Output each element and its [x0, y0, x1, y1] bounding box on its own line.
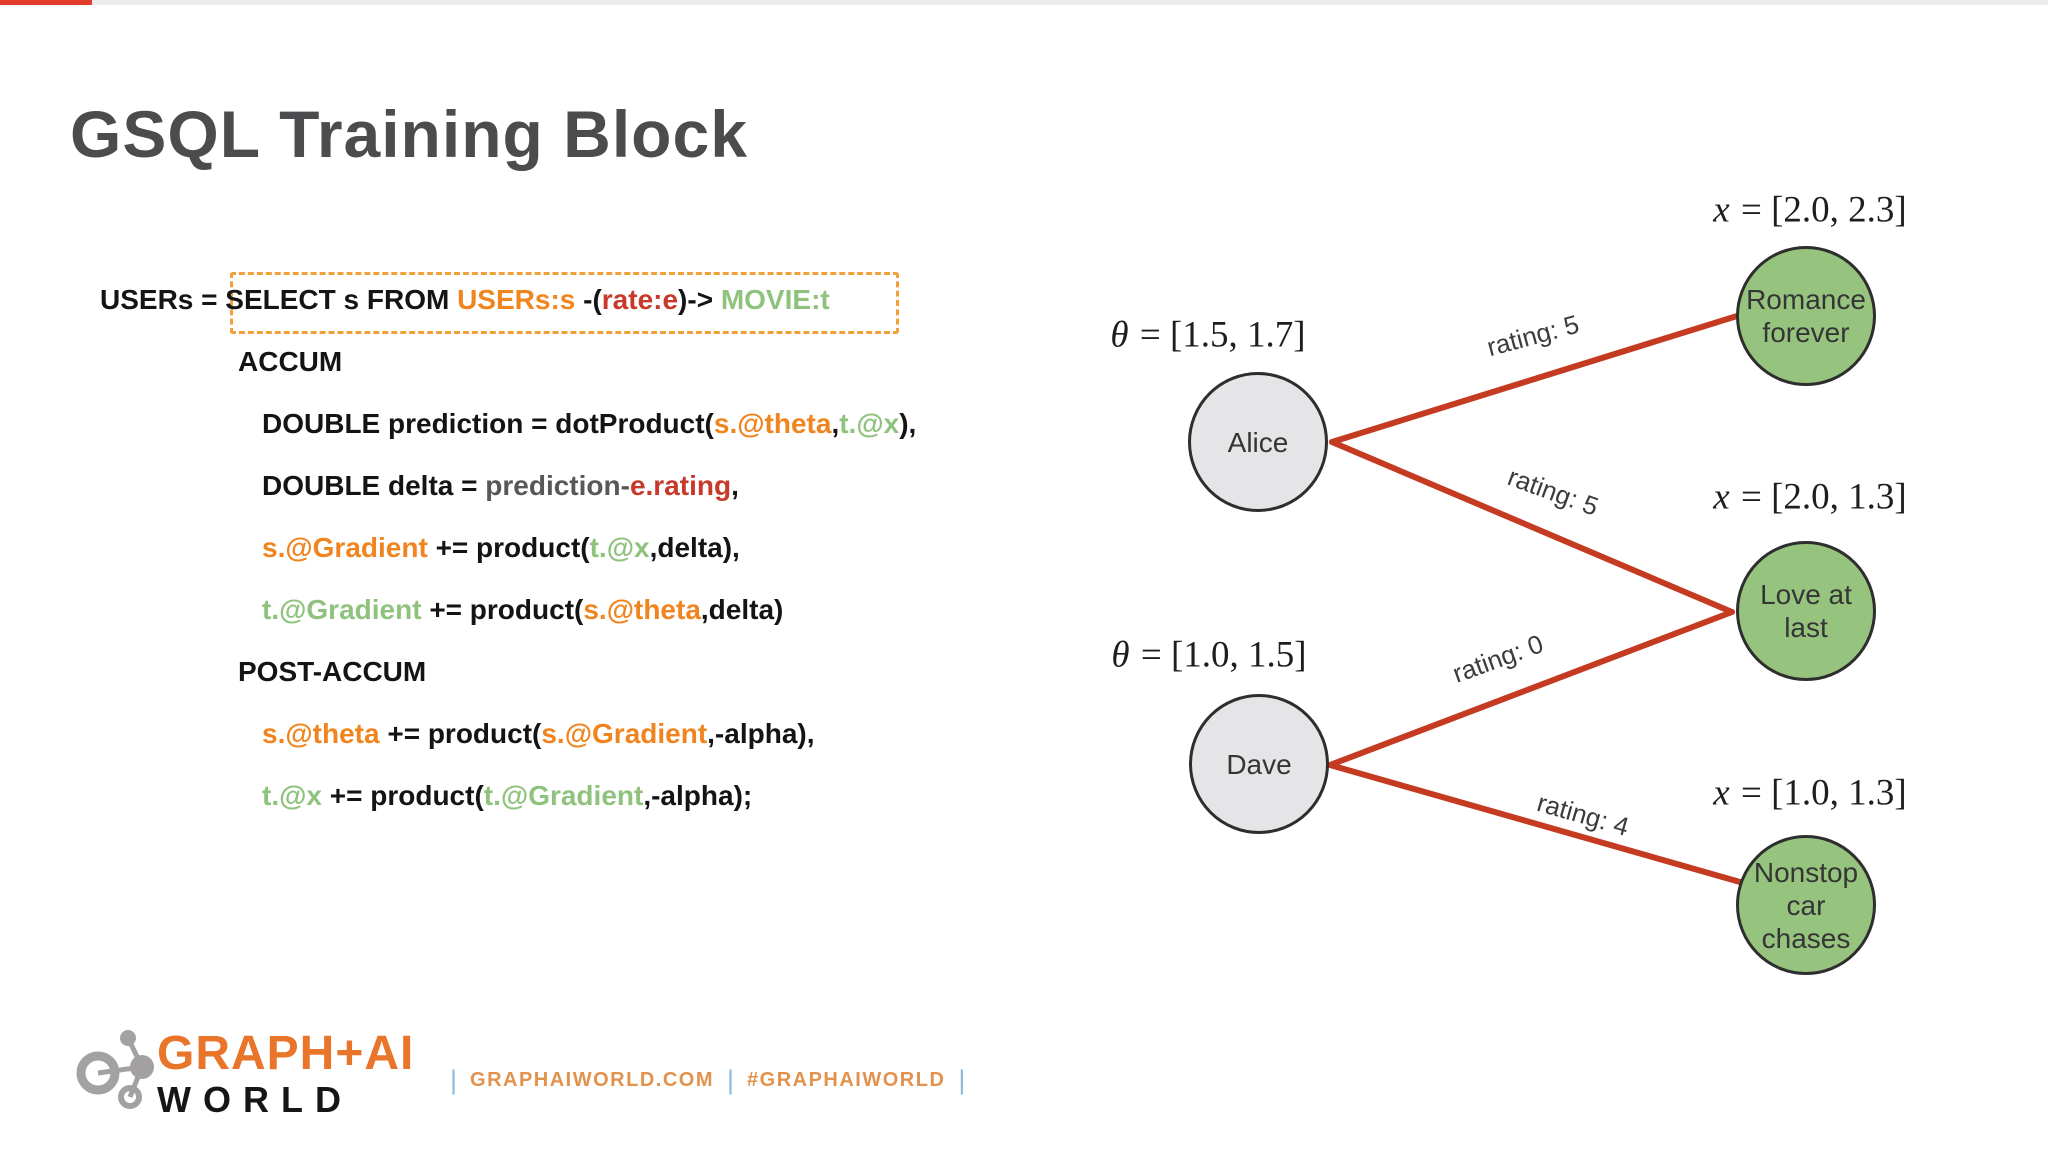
code-token: s.@Gradient — [541, 718, 708, 749]
code-line: POST-ACCUM — [238, 641, 1060, 703]
edge-rating-label: rating: 4 — [1533, 787, 1633, 842]
code-token: += product( — [427, 532, 590, 563]
code-token: += product( — [321, 780, 484, 811]
code-token: prediction- — [485, 470, 630, 501]
footer-tagline: | GRAPHAIWORLD.COM | #GRAPHAIWORLD | — [450, 1062, 965, 1098]
tagline-separator: | — [958, 1064, 966, 1095]
code-token: USERs:s — [457, 284, 576, 315]
code-token: rate:e — [601, 284, 679, 315]
vector-variable: x — [1713, 772, 1730, 814]
code-token: SELECT s FROM — [225, 284, 458, 315]
vector-value: = [1.0, 1.3] — [1731, 772, 1907, 814]
page-title: GSQL Training Block — [70, 97, 748, 172]
code-token: t.@x — [262, 780, 322, 811]
node-label: Nonstop — [1753, 856, 1859, 888]
video-progress-bar[interactable] — [0, 0, 2048, 5]
node-label: Love at — [1760, 579, 1852, 610]
graph-network-logo-icon — [76, 1030, 154, 1109]
code-token: ,-alpha), — [707, 718, 815, 749]
code-token: s.@theta — [262, 718, 380, 749]
tagline-text: GRAPHAIWORLD.COM — [470, 1068, 714, 1091]
brand-graph-ai: GRAPH+AI — [157, 1027, 415, 1080]
node-label: forever — [1762, 317, 1850, 348]
code-line: DOUBLE delta = prediction-e.rating, — [262, 455, 1060, 517]
edge-rating-label: rating: 0 — [1448, 628, 1548, 689]
code-token: POST-ACCUM — [238, 656, 427, 687]
vector-value: = [2.0, 1.3] — [1731, 476, 1907, 518]
code-token: t.@x — [589, 532, 650, 563]
vector-variable: θ — [1110, 314, 1129, 356]
vector-label: x = [2.0, 1.3] — [1713, 476, 1906, 519]
code-token: s.@theta — [713, 408, 832, 439]
code-token: DOUBLE delta = — [262, 470, 486, 501]
edge-rating-label: rating: 5 — [1503, 461, 1603, 522]
graph-node-alice: Alice — [1188, 372, 1328, 512]
code-line: t.@x += product(t.@Gradient,-alpha); — [262, 765, 1060, 827]
vector-variable: θ — [1111, 634, 1130, 676]
code-line: s.@Gradient += product(t.@x,delta), — [262, 517, 1060, 579]
code-token: ACCUM — [238, 346, 343, 377]
vector-variable: x — [1713, 476, 1730, 518]
vector-variable: x — [1713, 189, 1730, 231]
code-token: USERs = — [100, 284, 226, 315]
code-token: ,delta) — [700, 594, 784, 625]
vector-label: θ = [1.0, 1.5] — [1111, 634, 1306, 677]
vector-value: = [2.0, 2.3] — [1731, 189, 1907, 231]
code-token: t.@x — [839, 408, 900, 439]
code-lines: USERs = SELECT s FROM USERs:s -(rate:e)-… — [100, 269, 1060, 827]
tagline-text: #GRAPHAIWORLD — [747, 1068, 946, 1091]
vector-value: = [1.5, 1.7] — [1130, 314, 1306, 356]
code-token: ,-alpha); — [643, 780, 753, 811]
code-token: -( — [575, 284, 602, 315]
code-line: ACCUM — [238, 331, 1060, 393]
vector-label: x = [1.0, 1.3] — [1713, 772, 1906, 815]
vector-label: x = [2.0, 2.3] — [1713, 189, 1906, 232]
vector-value: = [1.0, 1.5] — [1131, 634, 1307, 676]
code-line: t.@Gradient += product(s.@theta,delta) — [262, 579, 1060, 641]
code-token: DOUBLE prediction = dotProduct( — [262, 408, 714, 439]
graph-node-dave: Dave — [1189, 694, 1329, 834]
code-token: s.@Gradient — [262, 532, 428, 563]
node-label: Romance — [1746, 284, 1866, 315]
code-line: USERs = SELECT s FROM USERs:s -(rate:e)-… — [100, 269, 1060, 331]
code-token: ), — [899, 408, 917, 439]
code-token: += product( — [421, 594, 584, 625]
node-label: Alice — [1227, 426, 1289, 458]
code-token: t.@Gradient — [483, 780, 644, 811]
node-label: last — [1784, 612, 1828, 643]
select-clause-highlight-box — [230, 272, 899, 334]
code-token: )-> — [678, 284, 721, 315]
node-label: car chases — [1761, 889, 1851, 954]
code-token: += product( — [379, 718, 542, 749]
code-token: MOVIE:t — [720, 284, 830, 315]
code-token: , — [731, 470, 739, 501]
video-progress-played — [0, 0, 92, 5]
tagline-separator: | — [450, 1064, 458, 1095]
tagline-separator: | — [727, 1064, 735, 1095]
code-token: ,delta), — [649, 532, 740, 563]
node-label: Dave — [1226, 748, 1292, 780]
code-token: e.rating — [629, 470, 732, 501]
code-token: s.@theta — [583, 594, 701, 625]
code-line: DOUBLE prediction = dotProduct(s.@theta,… — [262, 393, 1060, 455]
vector-label: θ = [1.5, 1.7] — [1110, 314, 1305, 357]
code-token: t.@Gradient — [262, 594, 422, 625]
gsql-code-block: USERs = SELECT s FROM USERs:s -(rate:e)-… — [100, 269, 1060, 827]
brand-world: WORLD — [157, 1079, 353, 1120]
rating-edge — [1327, 762, 1743, 885]
edge-rating-label: rating: 5 — [1483, 308, 1583, 363]
code-line: s.@theta += product(s.@Gradient,-alpha), — [262, 703, 1060, 765]
code-token: , — [831, 408, 840, 439]
brand-wordmark: GRAPH+AI WORLD — [157, 1030, 414, 1118]
